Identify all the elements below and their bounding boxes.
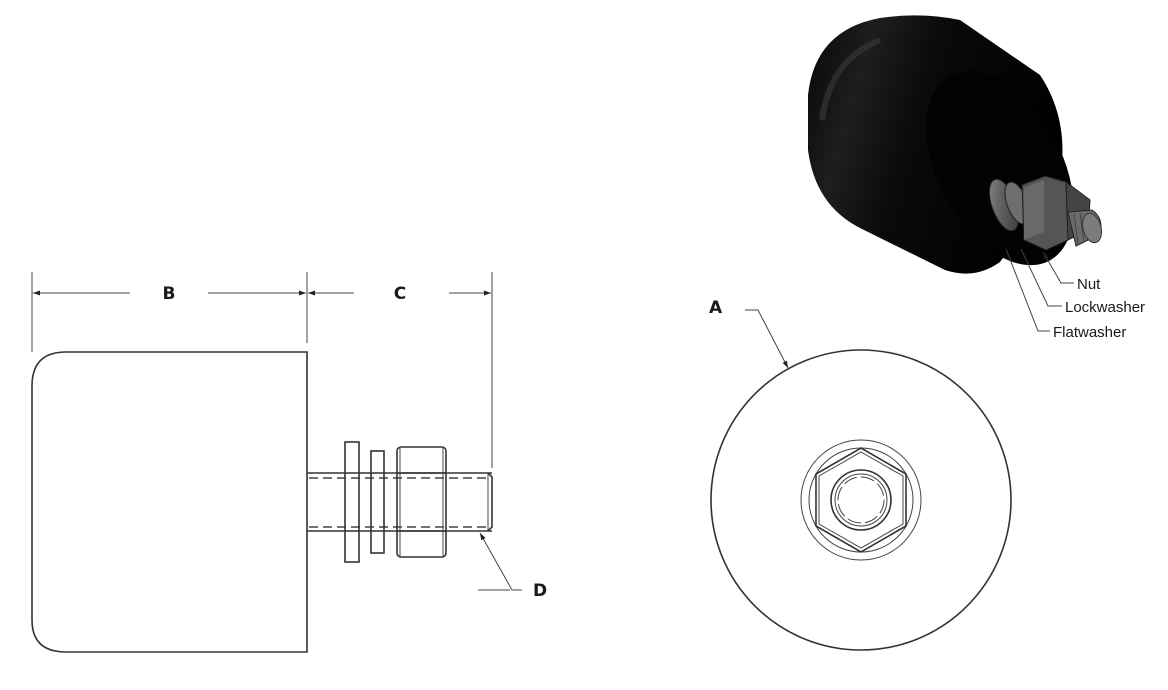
shaft-circle-inner [834,473,888,527]
isometric-view: Nut Lockwasher Flatwasher [808,15,1145,341]
shaft-circle-outer [830,469,892,531]
lockwasher-leader [1020,248,1062,307]
thread-circle [837,476,885,524]
shaft-end [487,472,493,532]
dim-label-d: D [533,581,547,601]
dim-a-leader [745,309,789,369]
lockwasher-circle [808,447,914,553]
dim-label-a: A [709,298,723,318]
lockwasher-side [370,450,385,554]
nut-side [396,446,447,558]
dim-label-b: B [163,284,176,304]
flatwasher-leader [1005,248,1050,332]
callout-flatwasher: Flatwasher [1053,324,1126,341]
callout-nut: Nut [1077,276,1101,293]
side-view: B C D [31,272,547,653]
front-view: A [709,298,1012,651]
callout-lockwasher: Lockwasher [1065,299,1145,316]
dim-label-c: C [394,284,406,304]
roller-outer-circle [710,349,1012,651]
flatwasher-circle [800,439,922,561]
nut-leader [1042,251,1074,284]
dim-d-leader [479,532,522,591]
roller-body-side [31,351,308,653]
flatwasher-side [344,441,360,563]
nut-hex [815,447,907,553]
